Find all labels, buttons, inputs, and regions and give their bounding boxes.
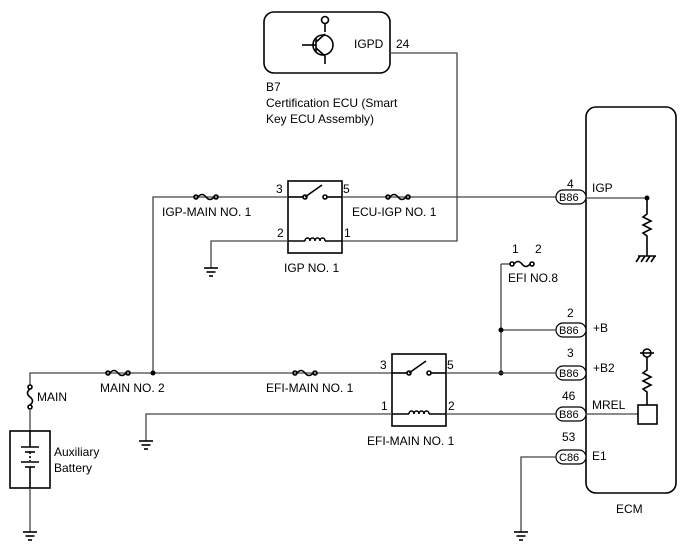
connector-code-b86-plus-b2: B86 — [559, 368, 579, 380]
ecu-connector-code: B7 — [266, 80, 281, 94]
ecm-pin-number-2: 2 — [567, 306, 574, 320]
igp-relay-name: IGP NO. 1 — [284, 261, 339, 275]
wire-e1-ground — [520, 456, 556, 532]
wire-main — [29, 372, 392, 385]
fuse-main-no2-icon — [105, 369, 131, 377]
efi-main-relay-pin3: 3 — [380, 358, 387, 372]
fuse-label-efi-no8: EFI NO.8 — [508, 271, 558, 285]
mrel-driver-block — [637, 404, 658, 425]
ecm-pin-label-e1: E1 — [592, 449, 607, 463]
igp-relay-pin2: 2 — [277, 226, 284, 240]
igp-relay-pin1: 1 — [344, 226, 351, 240]
ground-icon — [204, 267, 218, 277]
fuse-efi-main-icon — [292, 369, 318, 377]
connector-b86-igp — [555, 189, 587, 205]
wire-igp-coil-ground — [210, 240, 288, 268]
battery-icon — [21, 431, 39, 488]
mrel-supply-terminal-icon — [642, 348, 652, 358]
igp-relay-pin3: 3 — [276, 182, 283, 196]
connector-code-b86-plus-b: B86 — [559, 325, 579, 337]
ecm-pin-number-4: 4 — [567, 177, 574, 191]
fuse-label-igp-main: IGP-MAIN NO. 1 — [162, 205, 252, 219]
battery-label-line2: Battery — [54, 461, 92, 475]
ground-icon — [23, 531, 37, 541]
ecu-pin-label-igpd: IGPD — [354, 37, 384, 51]
efi-main-relay-switch — [392, 360, 446, 376]
ecu-name-line1: Certification ECU (Smart — [266, 96, 398, 110]
igp-relay-box — [287, 180, 343, 254]
ecu-name-line2: Key ECU Assembly) — [266, 112, 374, 126]
fuse-igp-main-icon — [193, 193, 219, 201]
fuse-ecu-igp-icon — [385, 193, 411, 201]
connector-code-b86-igp: B86 — [559, 192, 579, 204]
ecm-pin-number-3: 3 — [567, 346, 574, 360]
efi-main-relay-box — [391, 353, 447, 427]
battery-label-line1: Auxiliary — [54, 445, 99, 459]
fuse-label-main-no2: MAIN NO. 2 — [100, 381, 165, 395]
ecm-box — [585, 106, 677, 494]
efi-main-relay-pin5: 5 — [447, 358, 454, 372]
efi-main-relay-pin1: 1 — [381, 399, 388, 413]
ecm-pin-label-plus-b2: +B2 — [593, 361, 615, 375]
efi-main-relay-name: EFI-MAIN NO. 1 — [367, 434, 455, 448]
igp-relay-coil-icon — [288, 237, 342, 242]
junction-dot — [498, 327, 504, 333]
efi-main-relay-coil-icon — [392, 410, 446, 415]
transistor-icon — [302, 15, 334, 64]
ground-icon — [514, 531, 528, 541]
mrel-resistor-icon — [641, 357, 653, 405]
chassis-ground-icon — [635, 255, 656, 263]
connector-code-c86-e1: C86 — [559, 452, 579, 464]
fuse-efi-no8-pin1: 1 — [512, 242, 519, 256]
fuse-label-efi-main: EFI-MAIN NO. 1 — [266, 381, 354, 395]
fuse-label-ecu-igp: ECU-IGP NO. 1 — [352, 205, 437, 219]
igp-relay-switch — [288, 184, 342, 200]
ecm-pin-label-mrel: MREL — [592, 398, 626, 412]
efi-main-relay-pin2: 2 — [448, 399, 455, 413]
ecm-label: ECM — [616, 502, 643, 516]
ecm-pin-label-igp: IGP — [592, 181, 613, 195]
ecm-pin-number-53: 53 — [562, 430, 576, 444]
ground-icon — [139, 440, 153, 450]
ecm-pin-number-46: 46 — [562, 389, 576, 403]
ecu-pin-number-24: 24 — [396, 37, 410, 51]
fuse-main-icon — [26, 384, 34, 410]
ecm-pin-label-plus-b: +B — [593, 321, 608, 335]
fuse-efi-no8-icon — [501, 260, 535, 268]
wire-efi-coil-ground — [145, 413, 392, 441]
fuse-efi-no8-pin2: 2 — [535, 242, 542, 256]
resistor-icon — [641, 198, 653, 256]
certification-ecu-box — [263, 11, 391, 74]
junction-dot — [150, 370, 156, 376]
wire-igp-main — [152, 196, 288, 373]
connector-code-b86-mrel: B86 — [559, 409, 579, 421]
fuse-label-main: MAIN — [37, 390, 67, 404]
igp-relay-pin5: 5 — [343, 182, 350, 196]
wire-igpd — [341, 52, 458, 242]
